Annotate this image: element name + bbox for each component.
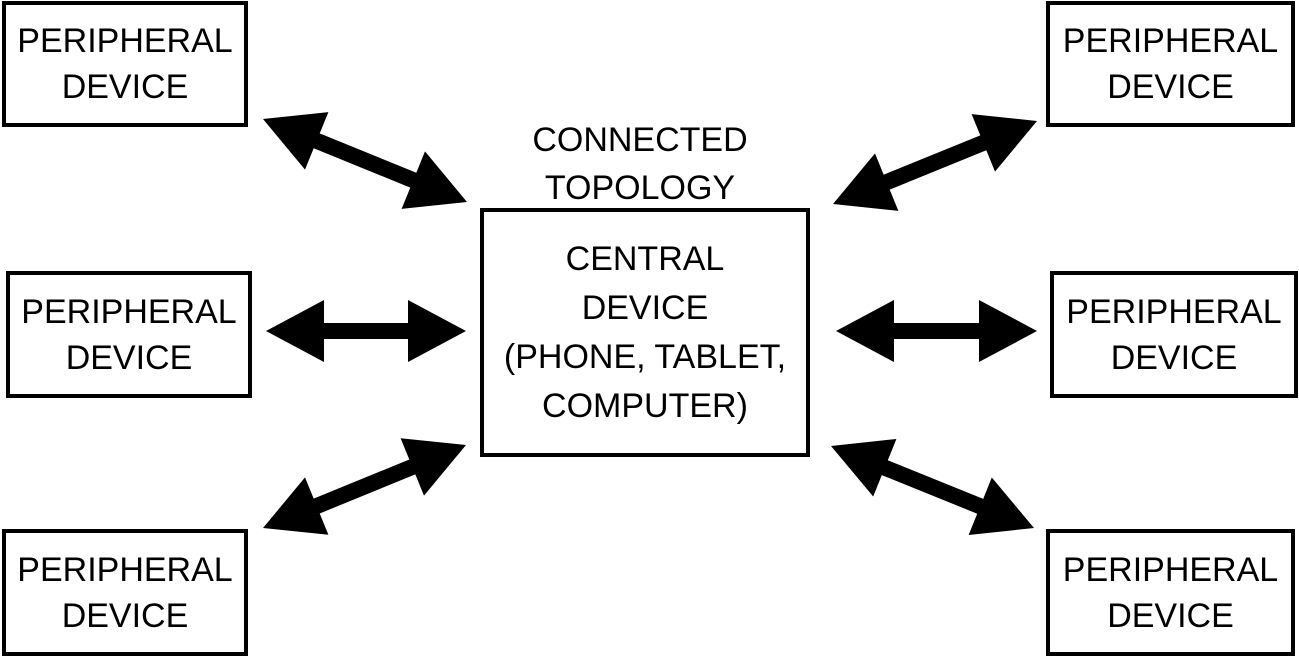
arrow-top-left <box>263 112 467 209</box>
peripheral-label-line2: DEVICE <box>65 338 193 377</box>
arrow-bottom-left <box>263 438 466 535</box>
peripheral-label-line2: DEVICE <box>1107 596 1234 635</box>
peripheral-label-line1: PERIPHERAL <box>1062 22 1279 60</box>
peripheral-device-middle-left: PERIPHERAL DEVICE <box>6 271 252 398</box>
peripheral-label-line1: PERIPHERAL <box>1066 292 1282 331</box>
peripheral-device-middle-right: PERIPHERAL DEVICE <box>1050 271 1298 398</box>
peripheral-label-line2: DEVICE <box>1107 68 1234 106</box>
peripheral-device-bottom-right: PERIPHERAL DEVICE <box>1046 529 1295 656</box>
peripheral-label-line1: PERIPHERAL <box>17 22 233 60</box>
topology-caption: CONNECTED TOPOLOGY <box>480 116 800 212</box>
peripheral-label-line2: DEVICE <box>61 68 189 106</box>
central-label-line1: CENTRAL <box>565 239 725 278</box>
central-label-line3: (PHONE, TABLET, <box>503 337 787 376</box>
peripheral-label-line1: PERIPHERAL <box>1062 550 1279 589</box>
caption-line2: TOPOLOGY <box>544 169 736 207</box>
caption-line1: CONNECTED <box>532 121 748 159</box>
peripheral-device-top-right: PERIPHERAL DEVICE <box>1046 1 1295 127</box>
central-label-line4: COMPUTER) <box>542 386 748 425</box>
arrow-top-right <box>833 114 1037 211</box>
peripheral-label-line1: PERIPHERAL <box>17 550 233 589</box>
peripheral-device-top-left: PERIPHERAL DEVICE <box>2 1 248 127</box>
peripheral-device-bottom-left: PERIPHERAL DEVICE <box>2 529 248 656</box>
arrow-middle-left <box>266 300 466 362</box>
central-device: CENTRAL DEVICE (PHONE, TABLET, COMPUTER) <box>480 208 810 457</box>
peripheral-label-line2: DEVICE <box>61 596 189 635</box>
arrow-bottom-right <box>831 439 1034 535</box>
peripheral-label-line2: DEVICE <box>1110 338 1238 377</box>
arrow-middle-right <box>836 300 1037 362</box>
peripheral-label-line1: PERIPHERAL <box>21 292 237 331</box>
central-label-line2: DEVICE <box>581 288 709 327</box>
